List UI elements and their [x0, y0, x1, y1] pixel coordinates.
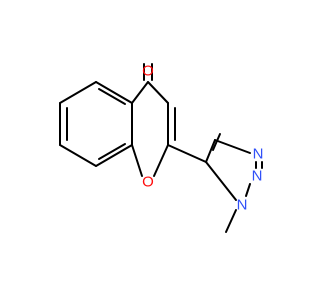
bond-benzene-6 [59, 81, 97, 104]
carbonyl-oxygen-label: O [142, 63, 154, 80]
bond-benzene-2 [59, 144, 97, 167]
bond-c4a-c4 [131, 81, 149, 104]
bond-benzene-5 [95, 81, 133, 104]
bond-triazole-n2-n1 [245, 183, 251, 197]
bond-c2-triazole [167, 144, 207, 163]
bond-benzene-inner-2 [98, 143, 126, 160]
triazole-n3-label: N [253, 146, 264, 163]
atom-label-layer: O O N N N [142, 63, 263, 214]
bond-layer [59, 63, 263, 233]
bond-triazole-c4-n3 [214, 139, 251, 154]
ring-oxygen-label: O [142, 174, 154, 191]
bond-benzene-3 [95, 144, 133, 167]
bond-benzene-inner-3 [98, 88, 126, 105]
bond-triazole-c5-c4 [205, 139, 216, 163]
bond-c4-c3 [147, 81, 169, 104]
bond-c2-o1 [153, 144, 169, 177]
molecule-canvas: O O N N N [59, 63, 263, 233]
bond-triazole-n1-c5 [205, 161, 237, 201]
triazole-n1-label: N [237, 197, 248, 214]
bond-n-methyl [225, 209, 237, 233]
chemical-structure-diagram: O O N N N [59, 63, 263, 233]
bond-o1-c8a [131, 144, 143, 177]
bond-triazole-c5-c4-double [212, 133, 221, 151]
triazole-n2-label: N [252, 168, 263, 185]
